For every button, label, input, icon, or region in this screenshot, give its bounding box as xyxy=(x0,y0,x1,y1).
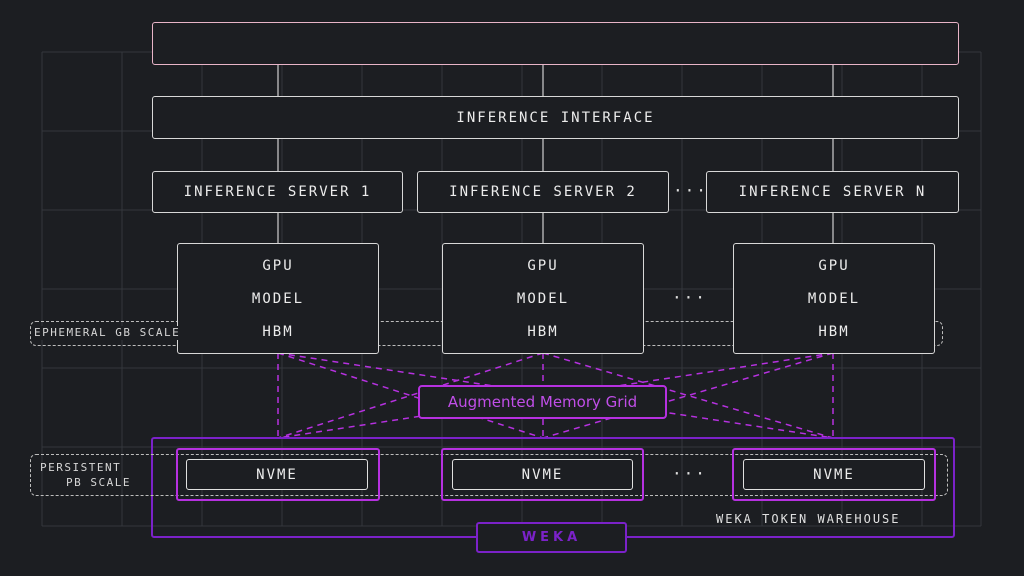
persistent-band-label-line1: PERSISTENT xyxy=(40,461,122,474)
model-label: MODEL xyxy=(516,291,570,307)
inference-interface-box: INFERENCE INTERFACE xyxy=(152,96,959,139)
hbm-label: HBM xyxy=(527,324,559,340)
model-label: MODEL xyxy=(807,291,861,307)
augmented-memory-grid: Augmented Memory Grid xyxy=(418,385,667,419)
weka-token-warehouse-label: WEKA TOKEN WAREHOUSE xyxy=(716,512,901,526)
inference-interface-label: INFERENCE INTERFACE xyxy=(456,109,655,126)
weka-logo: WEKA xyxy=(476,522,627,553)
nvme-ellipsis: ··· xyxy=(672,464,707,483)
gpu-node-n: GPU MODEL HBM xyxy=(733,243,935,354)
server-label: INFERENCE SERVER 1 xyxy=(183,184,372,200)
gpu-ellipsis: ··· xyxy=(672,288,707,307)
nvme-label: NVME xyxy=(813,466,855,483)
persistent-band xyxy=(30,454,948,496)
gpu-label: GPU xyxy=(527,258,559,274)
hbm-label: HBM xyxy=(818,324,850,340)
inference-server-2: INFERENCE SERVER 2 xyxy=(417,171,669,213)
nvme-label: NVME xyxy=(521,466,564,483)
nvme-label: NVME xyxy=(256,466,298,483)
nvme-box-2: NVME xyxy=(452,459,633,490)
server-label: INFERENCE SERVER 2 xyxy=(449,184,637,200)
gpu-node-1: GPU MODEL HBM xyxy=(177,243,379,354)
inference-server-1: INFERENCE SERVER 1 xyxy=(152,171,403,213)
dash-diag-1 xyxy=(277,352,544,439)
top-bar xyxy=(152,22,959,65)
model-label: MODEL xyxy=(251,291,305,307)
gpu-node-2: GPU MODEL HBM xyxy=(442,243,644,354)
gpu-label: GPU xyxy=(818,258,850,274)
nvme-frame-n xyxy=(732,448,936,501)
nvme-frame-2 xyxy=(441,448,644,501)
gpu-label: GPU xyxy=(262,258,294,274)
nvme-box-n: NVME xyxy=(743,459,925,490)
inference-server-n: INFERENCE SERVER N xyxy=(706,171,959,213)
weka-logo-text: WEKA xyxy=(521,530,582,545)
nvme-frame-1 xyxy=(176,448,380,501)
hbm-label: HBM xyxy=(262,324,294,340)
ephemeral-band-label: EPHEMERAL GB SCALE xyxy=(34,326,183,340)
persistent-band-label-line2: PB SCALE xyxy=(66,476,131,489)
server-label: INFERENCE SERVER N xyxy=(738,184,927,200)
nvme-box-1: NVME xyxy=(186,459,368,490)
dash-diag-3 xyxy=(277,352,544,439)
augmented-memory-grid-label: Augmented Memory Grid xyxy=(447,393,638,411)
servers-ellipsis: ··· xyxy=(673,181,708,200)
